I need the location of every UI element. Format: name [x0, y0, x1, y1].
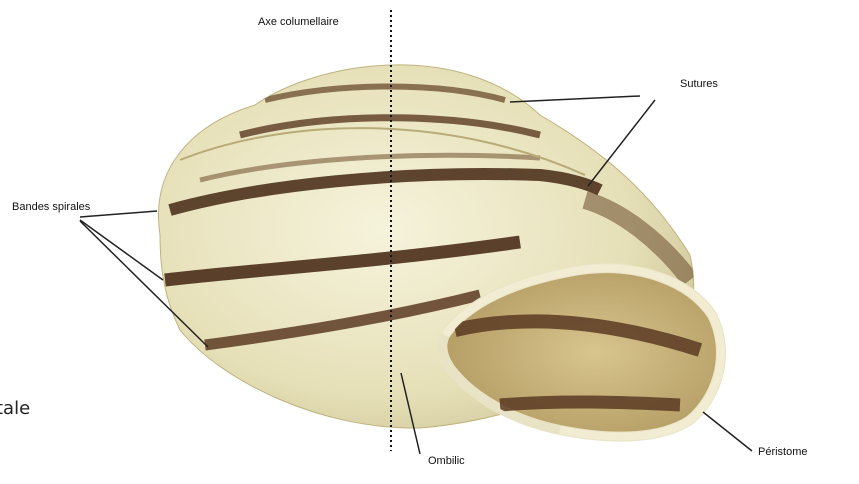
umbilicus-label: Ombilic — [428, 455, 465, 467]
peristome-pointer — [703, 412, 752, 451]
partial-text: tale — [0, 398, 30, 419]
bands-pointer-2 — [80, 220, 163, 280]
axis-label: Axe columellaire — [258, 16, 339, 28]
spiral-bands-label: Bandes spirales — [12, 201, 90, 213]
sutures-pointer-1 — [510, 96, 640, 102]
peristome-label: Péristome — [758, 446, 808, 458]
sutures-label: Sutures — [680, 78, 718, 90]
aperture-band-lower — [500, 402, 680, 405]
bands-pointer-1 — [80, 211, 157, 217]
